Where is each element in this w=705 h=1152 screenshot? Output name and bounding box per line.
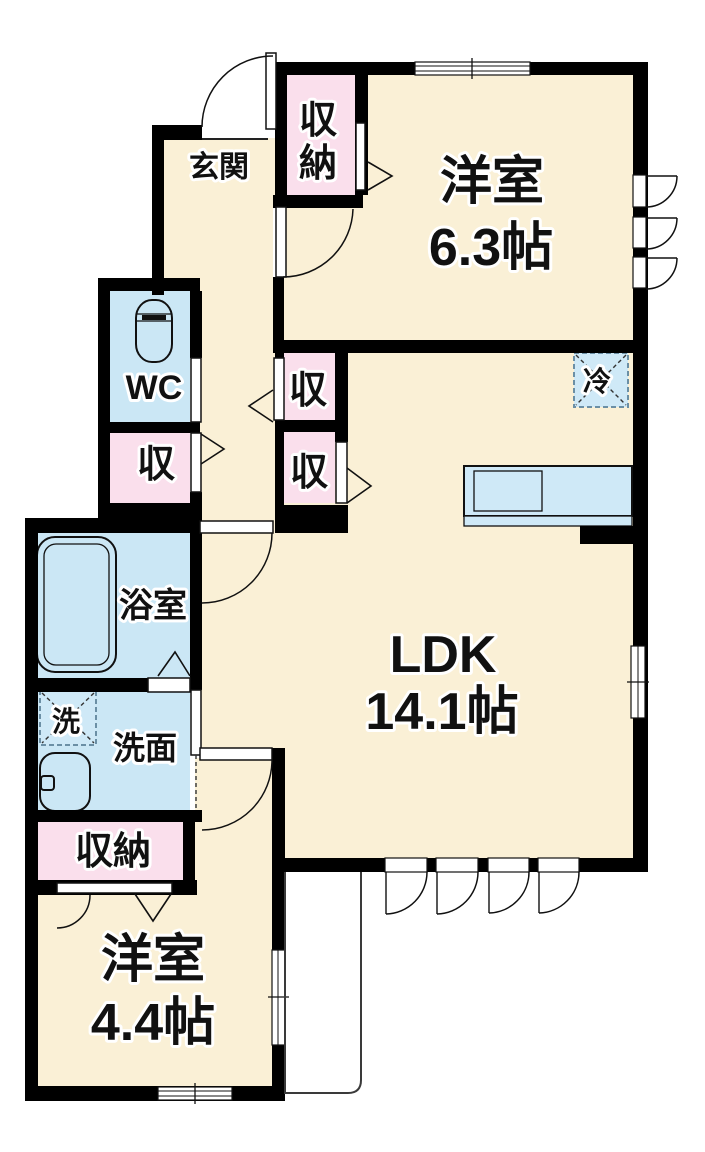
wall-hall-right	[273, 277, 284, 340]
wc-side-closet-label: 収	[137, 444, 175, 486]
window-room63-right-2	[632, 216, 678, 250]
hall-closet-lower-floor	[284, 432, 335, 503]
wall-hall-closets-right	[335, 340, 348, 442]
vestibule-floor	[195, 758, 272, 898]
wall-bath-wash-partition	[38, 678, 148, 692]
toilet-icon	[135, 299, 173, 363]
window-ldk-bottom-3	[487, 857, 530, 914]
window-ldk-bottom-4	[537, 857, 580, 914]
labels: 玄関 収 納 洋室 6.3帖 WC 収 収 収 浴室 洗 洗面 冷 LDK 14…	[49, 97, 614, 1055]
hall-closet-lower-door	[335, 441, 373, 504]
western-room-4-4-floor	[38, 895, 272, 1086]
laundry-space-icon	[39, 690, 97, 746]
hall-ldk-door	[199, 520, 274, 604]
wall-south	[25, 1086, 285, 1101]
wall-wc-right-upper	[190, 291, 202, 358]
fixtures	[36, 299, 633, 812]
western-room-6-3-size: 6.3帖	[429, 219, 553, 277]
wall-vestibule-right	[272, 748, 285, 872]
porch-outline	[284, 872, 362, 1094]
hall-floor-upper	[164, 200, 273, 291]
hall-closet-upper-floor	[284, 352, 335, 420]
wall-wc-bottom	[98, 503, 202, 518]
genkan-label: 玄関	[189, 150, 249, 184]
wall-hall-closets-mid	[275, 420, 348, 432]
washroom-label: 洗面	[113, 730, 177, 766]
wall-entry-closet-top	[275, 62, 368, 75]
entry-closet-label-2: 納	[299, 143, 337, 185]
wc-door	[190, 357, 202, 423]
wc-label: WC	[126, 369, 183, 407]
window-ldk-bottom-2	[435, 857, 479, 915]
entry-closet-label-1: 収	[299, 100, 337, 142]
bathtub-icon	[36, 536, 117, 673]
kitchen-wall-stub	[580, 526, 633, 544]
south-closet-label: 収納	[75, 831, 151, 873]
entry-closet-floor	[287, 75, 355, 195]
wc-side-closet-floor	[110, 433, 190, 503]
south-closet-floor	[38, 822, 183, 880]
south-closet-door	[56, 882, 173, 929]
washroom-door	[190, 689, 202, 810]
wall-washroom-bottom	[25, 810, 195, 822]
western-room-4-4-label: 洋室	[101, 931, 205, 989]
wall-west	[25, 518, 38, 1098]
window-room63-right-3	[632, 256, 678, 290]
vestibule-door	[199, 747, 273, 831]
wall-hall-closets-top	[275, 340, 348, 352]
window-ldk-bottom-1	[384, 857, 428, 915]
wall-entry-closet-left	[275, 62, 287, 198]
kitchen-counter-icon	[463, 465, 633, 544]
wall-room63-ldk	[273, 340, 648, 353]
ldk-label: LDK	[390, 626, 497, 684]
western-room-4-4-size: 4.4帖	[91, 994, 215, 1052]
wall-bath-right	[190, 533, 202, 690]
bathroom-door	[147, 650, 191, 693]
wall-hall-closets-bottom	[275, 505, 348, 533]
genkan-floor	[164, 138, 275, 200]
entrance-door	[201, 52, 277, 140]
refrigerator-space-label: 冷	[583, 366, 611, 397]
wall-wc-top	[98, 278, 200, 291]
wall-entry-left	[152, 125, 164, 295]
kitchen-sink-icon	[473, 470, 543, 512]
windows	[157, 58, 678, 1104]
ldk-size: 14.1帖	[365, 683, 518, 741]
room63-door	[275, 206, 354, 278]
window-ldk-right	[627, 645, 649, 719]
hall-closet-upper-door	[247, 357, 285, 423]
entry-closet-door	[355, 122, 394, 191]
window-room63-top	[414, 58, 531, 79]
wall-entry-top	[152, 125, 202, 140]
doors	[56, 52, 394, 929]
wall-hall-closets-left	[275, 420, 284, 533]
wall-south-closet-right	[183, 810, 195, 893]
hall-closet-upper-label: 収	[289, 370, 327, 412]
bathroom-label: 浴室	[119, 586, 187, 625]
wall-hall-closet-stub1	[275, 340, 284, 358]
wall-below-entry-closet	[273, 195, 363, 208]
hall-closet-lower-label: 収	[290, 452, 328, 494]
refrigerator-space-icon	[573, 352, 629, 408]
wall-hall-right-stub	[273, 200, 284, 207]
window-room63-right-1	[632, 174, 678, 208]
western-room-6-3-label: 洋室	[440, 153, 544, 211]
wall-wc-closet-partition	[110, 422, 200, 433]
window-room44-bottom	[157, 1083, 233, 1104]
wall-bath-top	[25, 518, 202, 533]
laundry-space-label: 洗	[52, 706, 80, 737]
wall-wc-left	[98, 278, 110, 518]
washbasin-icon	[39, 752, 91, 812]
wc-side-closet-door	[190, 432, 226, 493]
